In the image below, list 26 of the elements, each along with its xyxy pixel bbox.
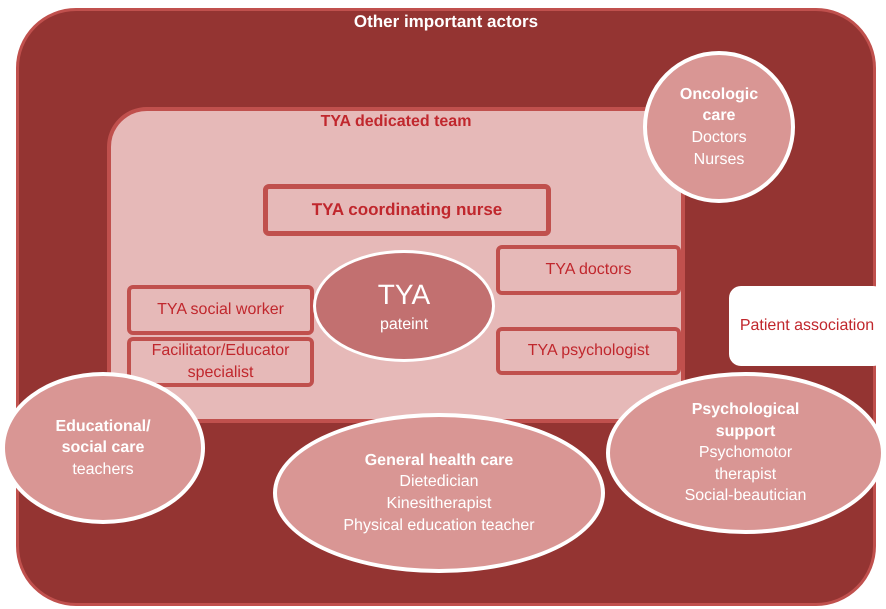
role-box [127, 337, 314, 387]
body-text: Kinesitherapist [386, 494, 492, 514]
body-text: Psychomotor therapist [698, 443, 794, 485]
label-text: Patient association [740, 316, 874, 336]
role-box [127, 285, 314, 335]
body-text: teachers [72, 460, 134, 480]
body-text: Dietedician [399, 472, 479, 492]
role-box [263, 184, 551, 236]
body-text: Nurses [694, 150, 744, 170]
label-text: TYA dedicated team [320, 112, 472, 132]
label-text: Facilitator/Educator specialist [150, 341, 290, 383]
heading-text: General health care [364, 450, 514, 471]
label-text: TYA social worker [157, 300, 284, 320]
role-box [496, 327, 681, 375]
label-text: Other important actors [354, 11, 538, 33]
heading-text: TYA [378, 278, 430, 312]
label-text: TYA coordinating nurse [312, 198, 502, 221]
body-text: pateint [380, 315, 428, 336]
body-text: Doctors [691, 128, 747, 148]
role-box [496, 245, 681, 295]
heading-text: Oncologic care [678, 84, 760, 126]
body-text: Physical education teacher [343, 516, 535, 536]
label-text: TYA psychologist [528, 341, 650, 362]
label-text: TYA doctors [546, 260, 632, 280]
body-text: Social-beautician [684, 486, 806, 506]
heading-text: Psychological support [690, 400, 800, 442]
